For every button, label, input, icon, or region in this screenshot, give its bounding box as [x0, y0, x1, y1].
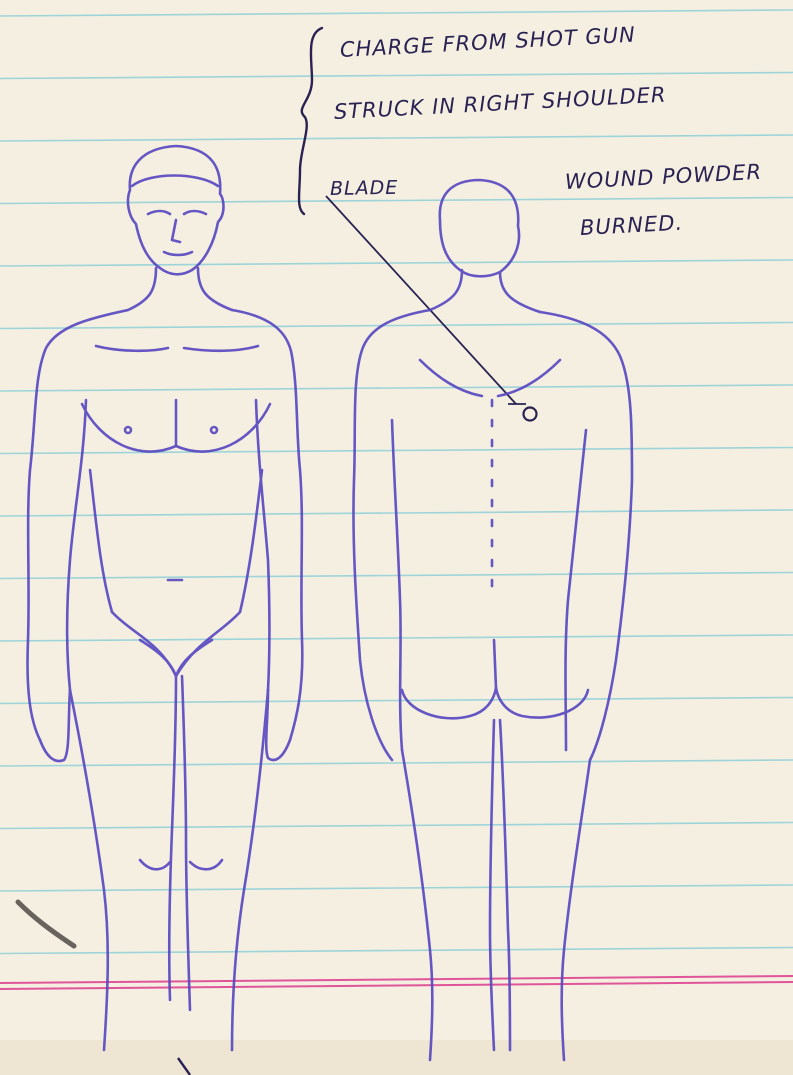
paper-bottom-shadow [0, 1040, 793, 1075]
annotation-line-3: BLADE [330, 177, 399, 200]
